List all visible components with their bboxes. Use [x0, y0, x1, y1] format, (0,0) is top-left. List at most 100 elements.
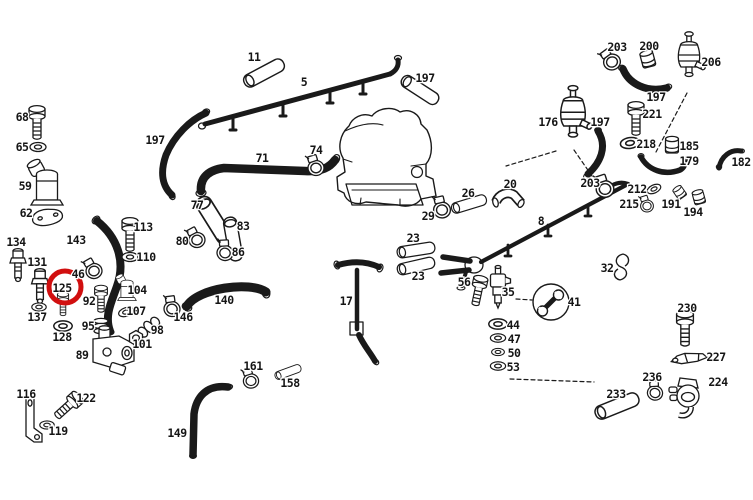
part-label-197: 197	[415, 71, 435, 85]
part-label-8: 8	[538, 214, 545, 228]
hook-182	[715, 148, 745, 171]
part-label-92: 92	[83, 294, 96, 308]
part-label-116: 116	[16, 387, 36, 401]
part-label-215: 215	[619, 197, 639, 211]
part-label-50: 50	[508, 346, 521, 360]
part-224-pump-icon	[669, 378, 699, 416]
part-label-137: 137	[27, 310, 47, 324]
part-65-washer-icon	[29, 141, 47, 153]
part-label-83: 83	[237, 219, 250, 233]
part-label-68: 68	[16, 110, 29, 124]
part-47-washer-icon	[489, 333, 507, 343]
part-59-valve-icon	[25, 156, 64, 206]
part-label-230: 230	[677, 301, 697, 315]
part-label-161: 161	[243, 359, 263, 373]
part-53-washer-icon	[489, 361, 507, 371]
part-label-143: 143	[66, 233, 86, 247]
part-label-134: 134	[6, 235, 26, 249]
part-label-11: 11	[248, 50, 261, 64]
engine-block	[336, 107, 437, 207]
dashed-reference-lines	[505, 92, 688, 383]
hose-197-center	[618, 64, 673, 93]
part-label-26: 26	[462, 186, 475, 200]
part-label-197: 197	[646, 90, 666, 104]
part-label-53: 53	[507, 360, 520, 374]
part-label-140: 140	[214, 293, 234, 307]
hose-197-right	[583, 127, 606, 180]
part-label-77: 77	[191, 198, 204, 212]
part-212-washer-icon	[645, 181, 663, 197]
part-label-203: 203	[580, 176, 600, 190]
part-label-227: 227	[706, 350, 726, 364]
part-label-47: 47	[508, 332, 521, 346]
part-label-128: 128	[52, 330, 72, 344]
part-label-110: 110	[136, 250, 156, 264]
hose-149	[189, 382, 234, 460]
part-56-bolt-icon	[467, 273, 490, 308]
part-label-56: 56	[458, 275, 471, 289]
part-label-46: 46	[72, 267, 85, 281]
strap-179	[637, 153, 688, 176]
part-label-149: 149	[167, 426, 187, 440]
part-label-107: 107	[126, 304, 146, 318]
part-185-grommet-icon	[664, 135, 680, 154]
part-label-95: 95	[82, 319, 95, 333]
hose-71	[195, 153, 341, 198]
part-215-clamp-icon	[637, 194, 654, 213]
part-230-bolt-icon	[675, 309, 695, 347]
part-label-158: 158	[280, 376, 300, 390]
part-label-80: 80	[176, 234, 189, 248]
part-label-41: 41	[568, 295, 581, 309]
part-label-233: 233	[606, 387, 626, 401]
pipe-17	[333, 259, 384, 366]
part-176-regulator-icon	[559, 84, 594, 138]
part-label-119: 119	[48, 424, 68, 438]
part-label-182: 182	[731, 155, 750, 169]
part-label-113: 113	[133, 220, 153, 234]
part-label-197: 197	[145, 133, 165, 147]
part-label-185: 185	[679, 139, 699, 153]
part-label-194: 194	[683, 205, 703, 219]
part-label-65: 65	[16, 140, 29, 154]
part-label-20: 20	[504, 177, 517, 191]
part-194-grommet-icon	[690, 188, 707, 206]
part-label-35: 35	[502, 285, 515, 299]
part-label-221: 221	[642, 107, 662, 121]
hose-140	[181, 282, 271, 312]
part-116-bracket-icon	[25, 395, 43, 443]
part-label-200: 200	[639, 39, 659, 53]
part-label-32: 32	[601, 261, 614, 275]
part-label-101: 101	[132, 337, 152, 351]
part-label-122: 122	[76, 391, 95, 405]
part-68-bolt-icon	[28, 104, 46, 140]
part-label-236: 236	[642, 370, 662, 384]
hose-197-left	[159, 108, 211, 201]
part-62-gasket-icon	[30, 206, 65, 229]
part-label-125: 125	[52, 281, 72, 295]
highlight-circle-part-125	[46, 268, 84, 306]
part-44-washer-icon	[488, 318, 508, 330]
part-label-29: 29	[422, 209, 435, 223]
part-label-218: 218	[636, 137, 656, 151]
part-label-74: 74	[310, 143, 323, 157]
part-label-104: 104	[127, 283, 147, 297]
part-label-176: 176	[538, 115, 558, 129]
hose-143	[91, 215, 125, 336]
part-label-191: 191	[661, 197, 681, 211]
part-label-203: 203	[607, 40, 627, 54]
part-label-98: 98	[151, 323, 164, 337]
part-label-179: 179	[679, 154, 699, 168]
part-227-bracketflat-icon	[670, 350, 709, 366]
part-label-59: 59	[19, 179, 32, 193]
part-134-sensor-icon	[9, 247, 27, 283]
part-label-44: 44	[507, 318, 520, 332]
part-label-212: 212	[627, 182, 646, 196]
part-label-23: 23	[412, 269, 425, 283]
part-label-224: 224	[708, 375, 728, 389]
part-label-17: 17	[340, 294, 353, 308]
part-label-23: 23	[407, 231, 420, 245]
part-32-clip-icon	[613, 253, 630, 281]
part-label-71: 71	[256, 151, 269, 165]
part-label-89: 89	[76, 348, 89, 362]
